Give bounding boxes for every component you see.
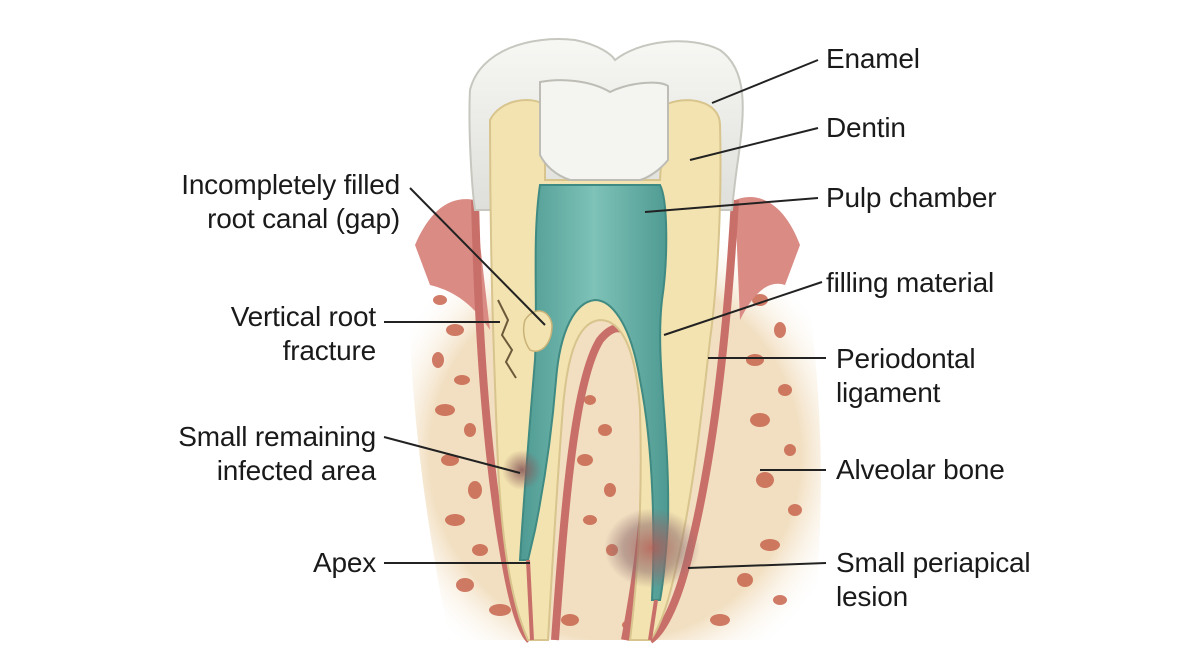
label-dentin: Dentin	[826, 111, 906, 145]
periodontal-ligament-right	[647, 199, 739, 644]
label-periodontal-ligament-line1: Periodontal	[836, 343, 976, 374]
label-incomplete-fill-line2: root canal (gap)	[207, 203, 400, 234]
label-pulp-chamber-text: Pulp chamber	[826, 182, 997, 213]
gap-area	[522, 310, 553, 352]
label-periodontal-ligament-line2: ligament	[836, 377, 941, 408]
leader-infected-area	[383, 436, 521, 474]
bone-pores	[432, 294, 802, 630]
label-vertical-fracture: Vertical root fracture	[231, 300, 376, 368]
leader-pulp-chamber	[644, 197, 819, 213]
apex-canal-right	[648, 599, 658, 641]
label-incomplete-fill: Incompletely filled root canal (gap)	[181, 168, 400, 236]
label-alveolar-bone: Alveolar bone	[836, 453, 1005, 487]
leader-dentin	[689, 127, 819, 161]
label-dentin-text: Dentin	[826, 112, 906, 143]
leader-periapical-lesion	[687, 562, 827, 569]
label-apex: Apex	[313, 546, 376, 580]
label-apex-text: Apex	[312, 547, 376, 578]
label-periapical-lesion-line1: Small periapical	[836, 547, 1031, 578]
label-enamel: Enamel	[826, 42, 920, 76]
leader-incomplete-fill	[409, 187, 546, 326]
label-vertical-fracture-line1: Vertical root	[230, 301, 376, 332]
periodontal-ligament-left	[471, 199, 534, 643]
leader-filling-material	[663, 281, 823, 336]
label-periapical-lesion: Small periapical lesion	[836, 546, 1031, 614]
label-alveolar-bone-text: Alveolar bone	[836, 454, 1005, 485]
label-infected-area: Small remaining infected area	[178, 420, 376, 488]
label-periodontal-ligament: Periodontal ligament	[836, 342, 976, 410]
label-periapical-lesion-line2: lesion	[836, 581, 908, 612]
leader-enamel	[711, 59, 819, 104]
leader-lines	[383, 59, 827, 569]
label-filling-material-text: filling material	[826, 267, 994, 298]
crown-restoration	[539, 79, 669, 181]
apex-canal-left	[526, 559, 534, 641]
label-infected-area-line1: Small remaining	[178, 421, 376, 452]
fracture-line	[497, 299, 517, 379]
pulp-filling	[518, 184, 670, 601]
gum-right	[735, 197, 800, 320]
label-filling-material: filling material	[826, 266, 994, 300]
label-pulp-chamber: Pulp chamber	[826, 181, 997, 215]
label-incomplete-fill-line1: Incompletely filled	[181, 169, 400, 200]
label-vertical-fracture-line2: fracture	[282, 335, 377, 366]
periapical-lesion	[604, 508, 700, 588]
label-infected-area-line2: infected area	[216, 455, 376, 486]
infected-area	[502, 450, 542, 490]
label-enamel-text: Enamel	[826, 43, 920, 74]
gum-left	[415, 199, 490, 330]
